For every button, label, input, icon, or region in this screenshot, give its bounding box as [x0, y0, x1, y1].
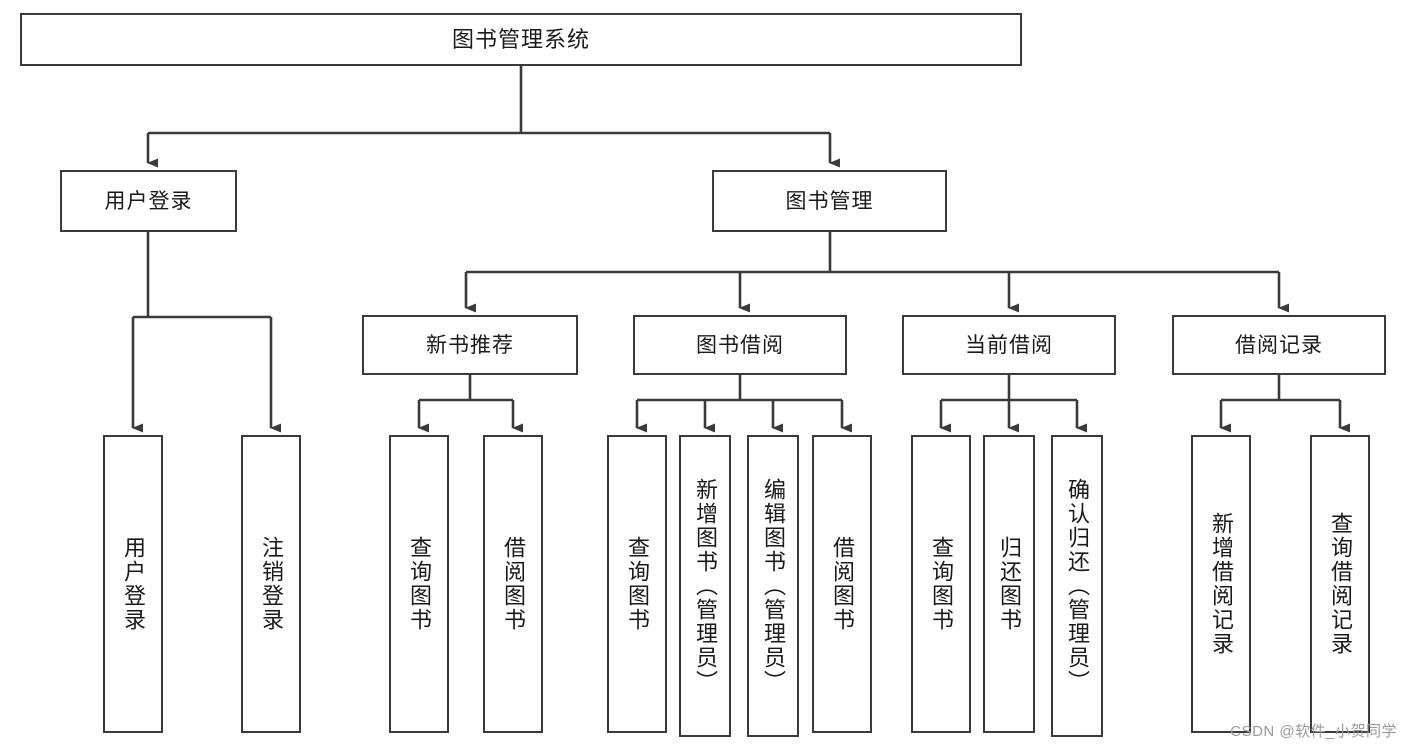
leaf-confirm-return-admin[interactable]: 确认归还（管理员） [1051, 435, 1103, 737]
leaf-return-book[interactable]: 归还图书 [983, 435, 1035, 733]
leaf-user-login[interactable]: 用户登录 [103, 435, 163, 733]
watermark: CSDN @软件_小贺同学 [1230, 723, 1397, 740]
leaf-query-book-borrow[interactable]: 查询图书 [607, 435, 667, 733]
node-label: 确认归还（管理员） [1064, 478, 1090, 694]
node-label: 查询借阅记录 [1327, 512, 1353, 656]
leaf-query-book-recommend[interactable]: 查询图书 [389, 435, 449, 733]
leaf-borrow-book-recommend[interactable]: 借阅图书 [483, 435, 543, 733]
node-book-borrow[interactable]: 图书借阅 [633, 315, 847, 375]
node-root-system[interactable]: 图书管理系统 [20, 13, 1022, 66]
node-label: 归还图书 [996, 536, 1022, 632]
node-label: 查询图书 [406, 536, 432, 632]
node-user-login[interactable]: 用户登录 [60, 170, 237, 232]
leaf-query-borrow-record[interactable]: 查询借阅记录 [1310, 435, 1370, 733]
node-book-management[interactable]: 图书管理 [712, 170, 947, 232]
node-label: 新增图书（管理员） [692, 478, 718, 694]
leaf-add-book-admin[interactable]: 新增图书（管理员） [679, 435, 731, 737]
node-label: 借阅记录 [1235, 333, 1323, 357]
node-new-book-recommend[interactable]: 新书推荐 [362, 315, 578, 375]
node-label: 图书借阅 [696, 333, 784, 357]
node-label: 借阅图书 [500, 536, 526, 632]
node-label: 用户登录 [104, 189, 193, 213]
node-label: 借阅图书 [829, 536, 855, 632]
leaf-borrow-book[interactable]: 借阅图书 [812, 435, 872, 733]
node-label: 查询图书 [928, 536, 954, 632]
node-label: 编辑图书（管理员） [760, 478, 786, 694]
leaf-query-book-current[interactable]: 查询图书 [911, 435, 971, 733]
node-label: 新书推荐 [426, 333, 514, 357]
node-label: 查询图书 [624, 536, 650, 632]
node-label: 图书管理系统 [451, 26, 590, 52]
node-label: 新增借阅记录 [1208, 512, 1234, 656]
node-current-borrow[interactable]: 当前借阅 [902, 315, 1116, 375]
node-label: 注销登录 [258, 536, 284, 632]
leaf-edit-book-admin[interactable]: 编辑图书（管理员） [747, 435, 799, 737]
node-label: 用户登录 [120, 536, 146, 632]
leaf-user-logout[interactable]: 注销登录 [241, 435, 301, 733]
node-label: 当前借阅 [965, 333, 1053, 357]
leaf-add-borrow-record[interactable]: 新增借阅记录 [1191, 435, 1251, 733]
node-label: 图书管理 [785, 189, 874, 213]
node-borrow-record[interactable]: 借阅记录 [1172, 315, 1386, 375]
